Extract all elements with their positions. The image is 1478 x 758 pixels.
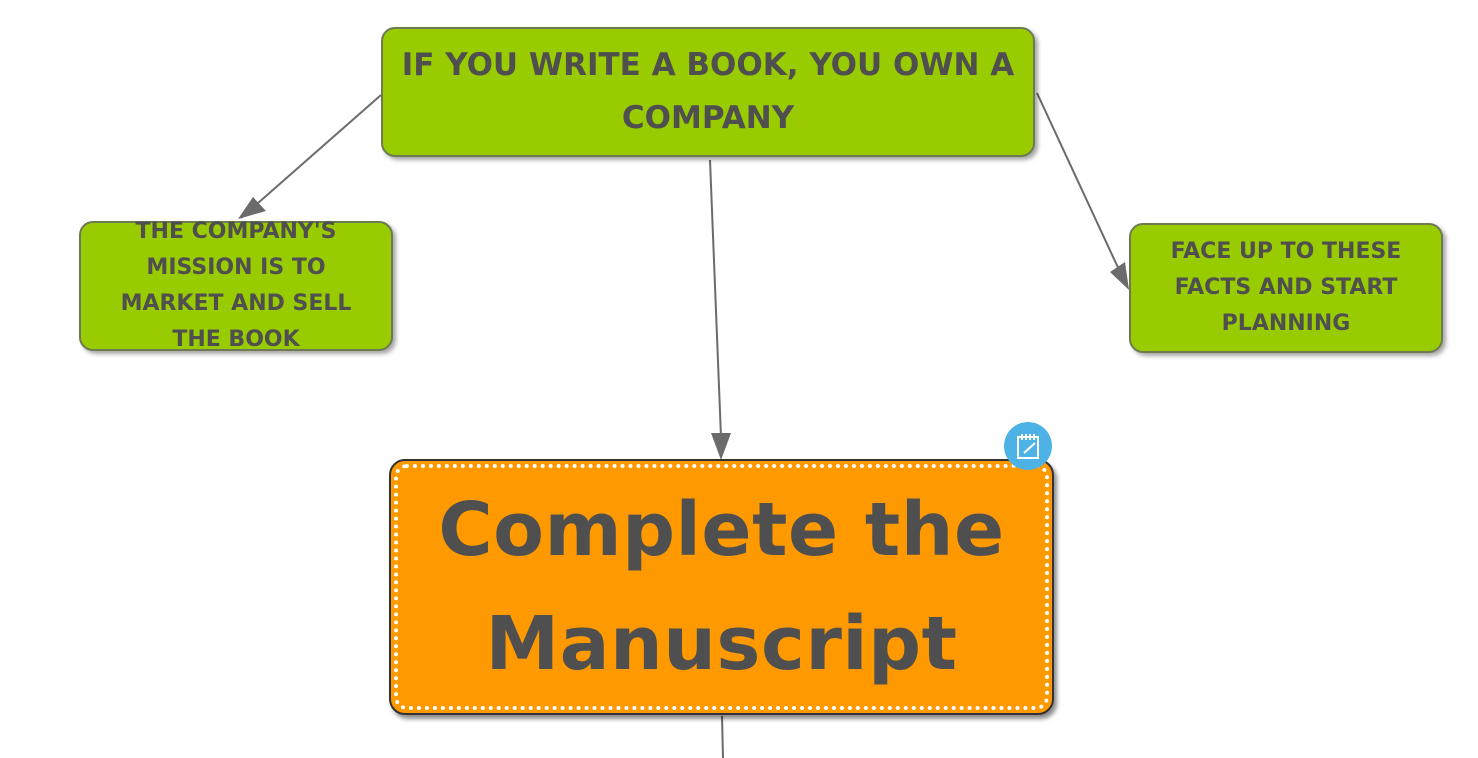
- note-badge[interactable]: [1004, 422, 1052, 470]
- subtopic-node-face-facts[interactable]: FACE UP TO THESE FACTS AND START PLANNIN…: [1129, 223, 1443, 353]
- subtopic-node-mission[interactable]: THE COMPANY'S MISSION IS TO MARKET AND S…: [79, 219, 393, 352]
- root-topic-node[interactable]: IF YOU WRITE A BOOK, YOU OWN A COMPANY: [381, 27, 1035, 157]
- connector-root-to-right: [1036, 92, 1128, 288]
- notepad-icon: [1017, 434, 1039, 459]
- connector-root-to-left: [240, 94, 382, 219]
- selected-topic-node-manuscript[interactable]: Complete the Manuscript: [389, 459, 1054, 715]
- subtopic-mission-label: THE COMPANY'S MISSION IS TO MARKET AND S…: [120, 219, 352, 352]
- connector-manuscript-down: [721, 715, 724, 758]
- manuscript-topic-label: Complete the Manuscript: [438, 487, 1005, 687]
- connector-root-to-manuscript: [709, 159, 722, 438]
- arrowhead-left: [238, 197, 266, 219]
- arrowhead-manuscript: [711, 433, 731, 460]
- subtopic-face-facts-label: FACE UP TO THESE FACTS AND START PLANNIN…: [1170, 239, 1402, 336]
- root-topic-label: IF YOU WRITE A BOOK, YOU OWN A COMPANY: [401, 47, 1015, 136]
- arrowhead-right: [1110, 262, 1129, 290]
